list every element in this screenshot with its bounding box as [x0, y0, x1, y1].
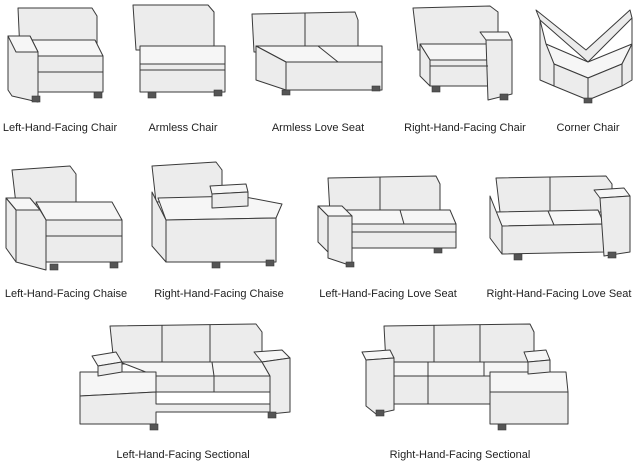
caption-corner-chair: Corner Chair — [556, 122, 620, 134]
caption-armless-chair: Armless Chair — [148, 122, 218, 134]
caption-lhf-chair: Left-Hand-Facing Chair — [2, 122, 118, 134]
caption-lhf-sectional: Left-Hand-Facing Sectional — [116, 449, 250, 461]
caption-armless-love-seat: Armless Love Seat — [271, 122, 365, 134]
caption-lhf-chaise: Left-Hand-Facing Chaise — [4, 288, 128, 300]
caption-rhf-chair: Right-Hand-Facing Chair — [404, 122, 526, 134]
caption-rhf-chaise: Right-Hand-Facing Chaise — [154, 288, 284, 300]
caption-rhf-sectional: Right-Hand-Facing Sectional — [389, 449, 531, 461]
caption-rhf-love-seat: Right-Hand-Facing Love Seat — [486, 288, 632, 300]
caption-lhf-love-seat: Left-Hand-Facing Love Seat — [319, 288, 457, 300]
